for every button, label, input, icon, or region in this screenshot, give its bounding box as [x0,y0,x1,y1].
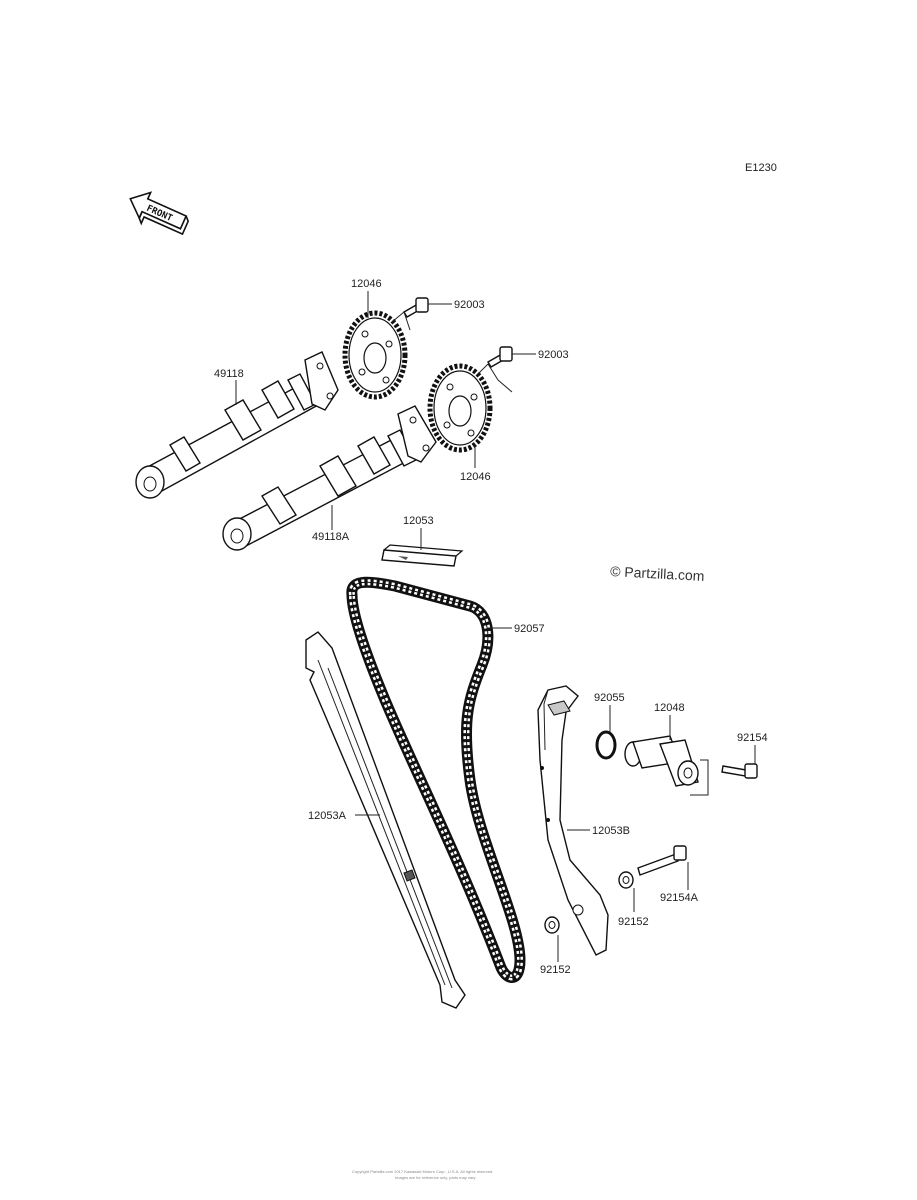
footer-copyright: Copyright Partzilla.com 2017 Kawasaki Mo… [352,1169,493,1174]
watermark: © Partzilla.com [610,563,705,584]
callout-12048: 12048 [654,702,685,714]
bolt-92003-upper [403,297,429,318]
bolt-92154a [637,845,687,876]
callout-49118: 49118 [214,368,244,380]
bolt-92154 [721,763,758,779]
camshaft-49118a [222,405,437,551]
o-ring-92055 [595,730,617,760]
callout-49118a: 49118A [312,531,350,543]
callout-92057: 92057 [514,623,545,635]
collar-92152-upper [618,871,634,889]
callout-92152-lower: 92152 [540,964,571,976]
tensioner-guide-12053b [537,685,609,956]
collar-92152-lower [544,916,560,934]
chain-guide-12053a [305,631,466,1009]
footer-disclaimer: Images are for reference only, parts may… [395,1175,476,1180]
callout-12053: 12053 [403,515,434,527]
callout-92055: 92055 [594,692,625,704]
timing-chain-92057 [346,576,526,983]
callout-92154a: 92154A [660,892,699,904]
callout-92154: 92154 [737,732,768,744]
front-arrow-icon: FRONT [129,191,190,236]
leader-lines [235,291,756,962]
callout-12053a: 12053A [308,810,347,822]
chain-guide-12053 [381,544,464,567]
callout-92003-lower: 92003 [538,349,569,361]
camshaft-49118 [135,351,339,499]
callout-12053b: 12053B [592,825,630,837]
sprocket-12046-lower [427,363,493,453]
diagram-code: E1230 [745,162,777,174]
tensioner-12048 [624,735,699,787]
bolt-92003-lower [487,346,513,368]
sprocket-12046-upper [342,310,408,400]
callout-12046-lower: 12046 [460,471,491,483]
callout-12046-upper: 12046 [351,278,382,290]
callout-labels: 12046 92003 92003 49118 12046 49118A 120… [214,278,768,976]
callout-92152-upper: 92152 [618,916,649,928]
callout-92003-upper: 92003 [454,299,485,311]
